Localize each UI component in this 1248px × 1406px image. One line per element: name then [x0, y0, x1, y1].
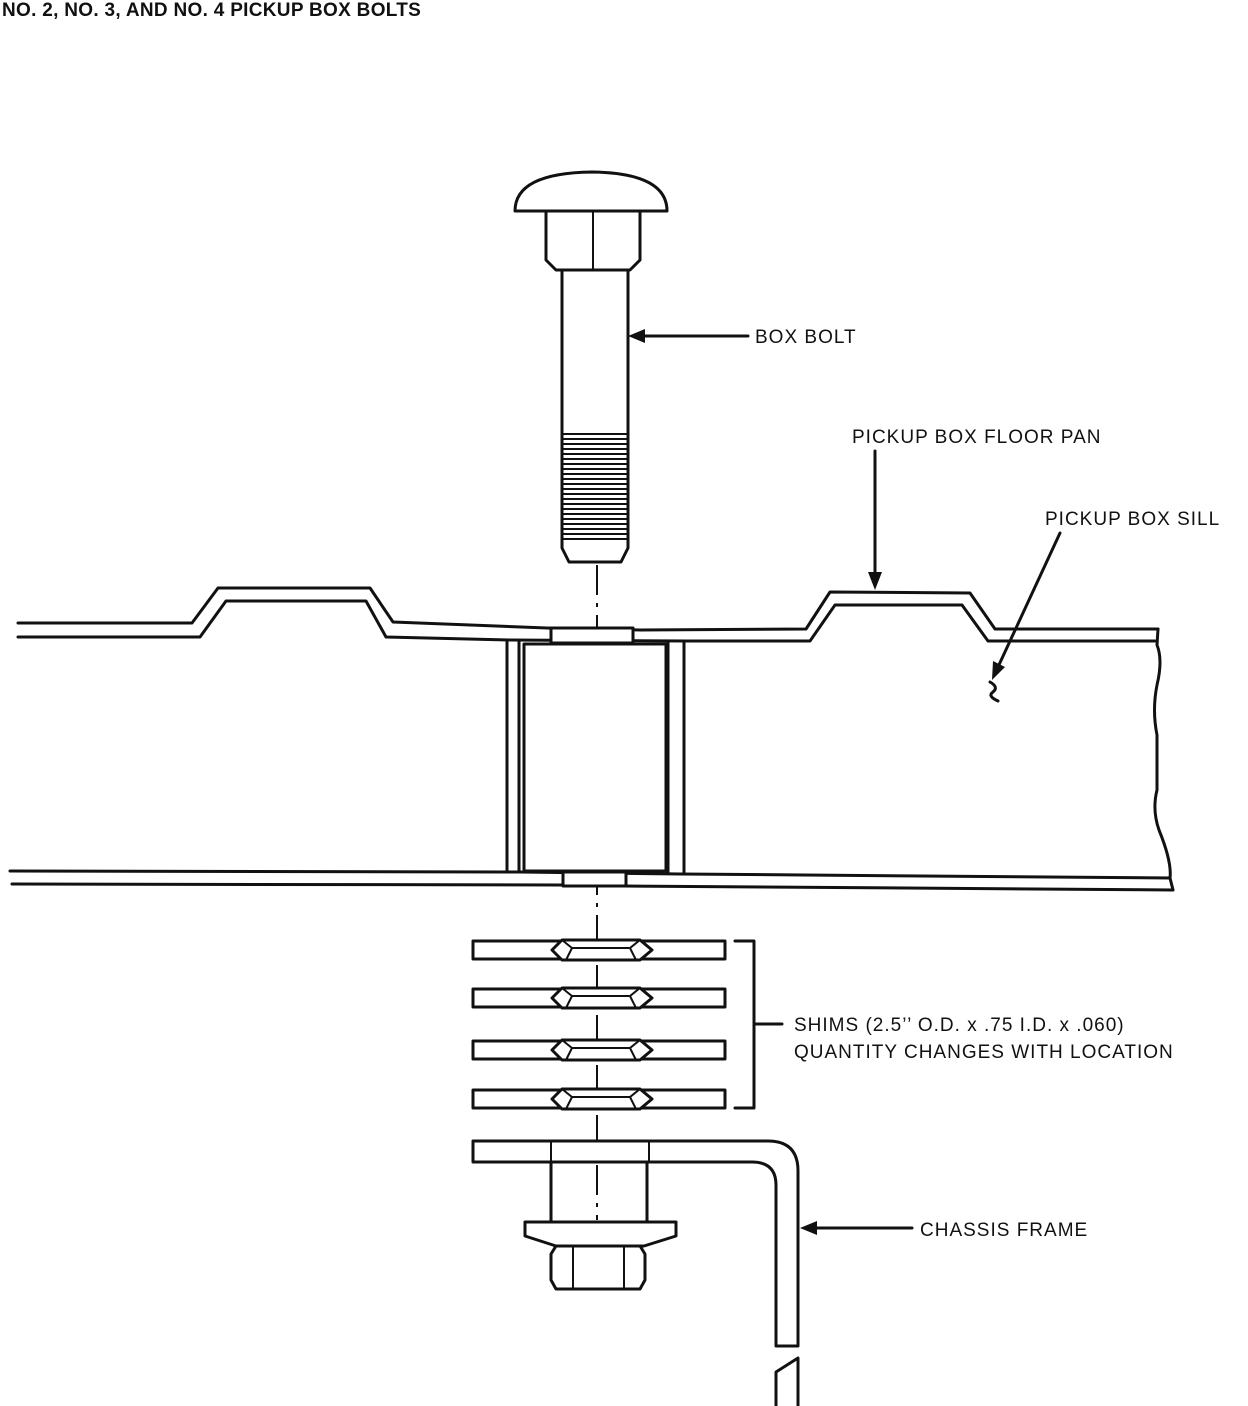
- chassis-frame-label: CHASSIS FRAME: [920, 1220, 1088, 1241]
- bolt-sleeve: [522, 642, 668, 873]
- bolt-dome-head: [513, 170, 669, 213]
- shim-stack: [471, 938, 727, 1111]
- box-sill-callout: PICKUP BOX SILL: [992, 509, 1220, 680]
- box-bolt-label: BOX BOLT: [755, 327, 857, 348]
- shim: [471, 986, 727, 1010]
- floor-pan-callout: PICKUP BOX FLOOR PAN: [852, 427, 1101, 590]
- upper-spacer: [549, 626, 635, 645]
- shims-callout: SHIMS (2.5’’ O.D. x .75 I.D. x .060) QUA…: [733, 939, 1174, 1110]
- lower-spacer: [561, 870, 628, 888]
- bolt-threads: [562, 433, 628, 540]
- flange-nut: [523, 1160, 678, 1291]
- bolt-shank: [560, 268, 630, 564]
- shims-label-line1: SHIMS (2.5’’ O.D. x .75 I.D. x .060): [794, 1015, 1125, 1036]
- shim: [471, 1038, 727, 1062]
- shim: [471, 938, 727, 962]
- box-bolt-callout: BOX BOLT: [628, 327, 857, 348]
- floor-pan-label: PICKUP BOX FLOOR PAN: [852, 427, 1101, 448]
- box-bolt: [513, 170, 669, 564]
- shim: [471, 1087, 727, 1111]
- diagram-title: NO. 2, NO. 3, AND NO. 4 PICKUP BOX BOLTS: [2, 0, 421, 21]
- chassis-frame-callout: CHASSIS FRAME: [800, 1220, 1088, 1241]
- chassis-frame: [471, 1139, 800, 1406]
- box-sill-label: PICKUP BOX SILL: [1045, 509, 1220, 530]
- shims-label-line2: QUANTITY CHANGES WITH LOCATION: [794, 1042, 1174, 1063]
